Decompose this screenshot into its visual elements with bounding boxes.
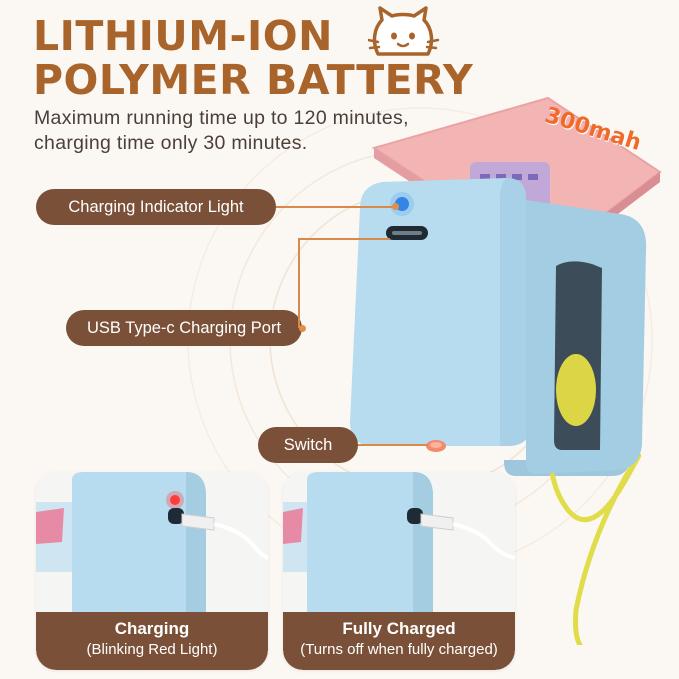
card-fully-charged-label: Fully Charged (Turns off when fully char… bbox=[283, 612, 515, 670]
callout-charging-indicator-label: Charging Indicator Light bbox=[68, 197, 244, 216]
callout-indicator-dot bbox=[392, 203, 399, 210]
callout-usb-port: USB Type-c Charging Port bbox=[66, 310, 302, 346]
callout-port-line-h bbox=[298, 238, 390, 240]
title-line-1: LITHIUM-ION bbox=[33, 12, 333, 60]
card-charging-subtitle: (Blinking Red Light) bbox=[86, 641, 218, 658]
callout-usb-port-label: USB Type-c Charging Port bbox=[86, 318, 282, 337]
callout-port-line-v bbox=[298, 238, 300, 328]
callout-port-dot bbox=[299, 325, 306, 332]
cat-logo-icon bbox=[368, 6, 440, 56]
subtitle: Maximum running time up to 120 minutes, … bbox=[34, 106, 409, 156]
card-charging-label: Charging (Blinking Red Light) bbox=[36, 612, 268, 670]
card-charging-title: Charging bbox=[114, 619, 190, 638]
product-illustration bbox=[350, 96, 662, 645]
title-line-2: POLYMER BATTERY bbox=[33, 56, 474, 104]
callout-switch-label: Switch bbox=[283, 435, 333, 454]
card-fully-charged: Fully Charged (Turns off when fully char… bbox=[283, 472, 515, 670]
callout-switch: Switch bbox=[258, 427, 358, 463]
callout-charging-indicator: Charging Indicator Light bbox=[36, 189, 276, 225]
callout-indicator-line bbox=[276, 206, 394, 208]
callout-switch-line bbox=[358, 444, 428, 446]
card-fully-charged-subtitle: (Turns off when fully charged) bbox=[300, 641, 498, 658]
card-fully-charged-title: Fully Charged bbox=[342, 619, 456, 638]
subtitle-line-1: Maximum running time up to 120 minutes, bbox=[34, 107, 409, 129]
card-charging: Charging (Blinking Red Light) bbox=[36, 472, 268, 670]
page-title: LITHIUM-ION POLYMER BATTERY bbox=[33, 14, 473, 102]
subtitle-line-2: charging time only 30 minutes. bbox=[34, 132, 308, 154]
